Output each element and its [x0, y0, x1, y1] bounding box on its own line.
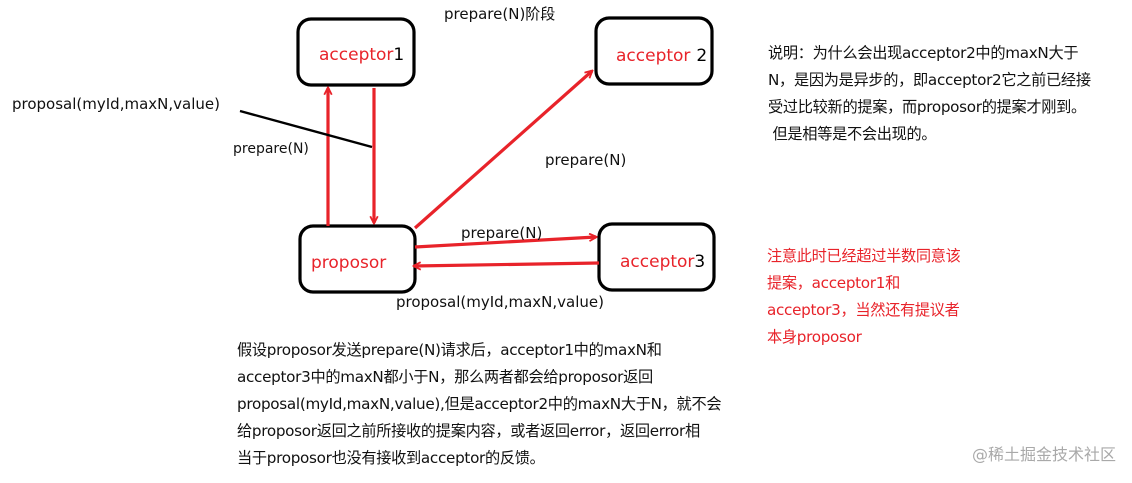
majority-line: acceptor3，当然还有提议者: [767, 301, 960, 319]
explanation-note: 说明：为什么会出现acceptor2中的maxN大于 N，是因为是异步的，即ac…: [768, 40, 1091, 148]
arrow-acceptor3-to-proposor: [414, 263, 600, 266]
explanation-line: 但是相等是不会出现的。: [768, 125, 937, 143]
majority-line: 本身proposor: [767, 328, 862, 346]
node-proposor-box: [298, 224, 417, 294]
node-acceptor3-label: acceptor3: [620, 252, 705, 272]
edge-label-prepare-to-acceptor3: prepare(N): [461, 224, 542, 242]
node-proposor-label: proposor: [311, 253, 386, 273]
edge-label-prepare-to-acceptor2: prepare(N): [545, 151, 626, 169]
edge-label-proposal-from-acceptor3: proposal(myId,maxN,value): [396, 293, 604, 311]
majority-note: 注意此时已经超过半数同意该 提案，acceptor1和 acceptor3，当然…: [767, 243, 961, 351]
description-line: 当于proposor也没有接收到acceptor的反馈。: [237, 449, 545, 467]
description-line: acceptor3中的maxN都小于N，那么两者都会给proposor返回: [237, 368, 653, 386]
explanation-line: 受过比较新的提案，而proposor的提案才刚到。: [768, 98, 1086, 116]
node-acceptor3: acceptor3: [597, 222, 716, 292]
node-acceptor2-box: [594, 16, 714, 86]
main-description: 假设proposor发送prepare(N)请求后，acceptor1中的max…: [237, 337, 722, 472]
label-leader-line: [239, 109, 373, 149]
description-line: proposal(myId,maxN,value),但是acceptor2中的m…: [237, 395, 722, 413]
edge-label-proposal-from-acceptor1: proposal(myId,maxN,value): [12, 95, 220, 113]
description-line: 假设proposor发送prepare(N)请求后，acceptor1中的max…: [237, 341, 662, 359]
majority-line: 注意此时已经超过半数同意该: [767, 247, 961, 265]
node-acceptor1-label: acceptor1: [319, 45, 404, 65]
watermark: @稀土掘金技术社区: [971, 445, 1116, 464]
arrow-proposor-to-acceptor3: [414, 237, 596, 249]
node-acceptor3-box: [597, 222, 716, 292]
node-acceptor1-box: [296, 17, 416, 87]
majority-line: 提案，acceptor1和: [767, 274, 900, 292]
stage-title: prepare(N)阶段: [444, 5, 555, 23]
description-line: 给proposor返回之前所接收的提案内容，或者返回error，返回error相: [237, 422, 700, 440]
node-acceptor1: acceptor1: [296, 17, 416, 87]
explanation-line: 说明：为什么会出现acceptor2中的maxN大于: [768, 44, 1079, 62]
arrow-proposor-to-acceptor2: [413, 71, 592, 230]
edge-label-prepare-to-acceptor1: prepare(N): [233, 141, 309, 157]
node-proposor: proposor: [298, 224, 417, 294]
explanation-line: N，是因为是异步的，即acceptor2它之前已经接: [768, 71, 1091, 89]
